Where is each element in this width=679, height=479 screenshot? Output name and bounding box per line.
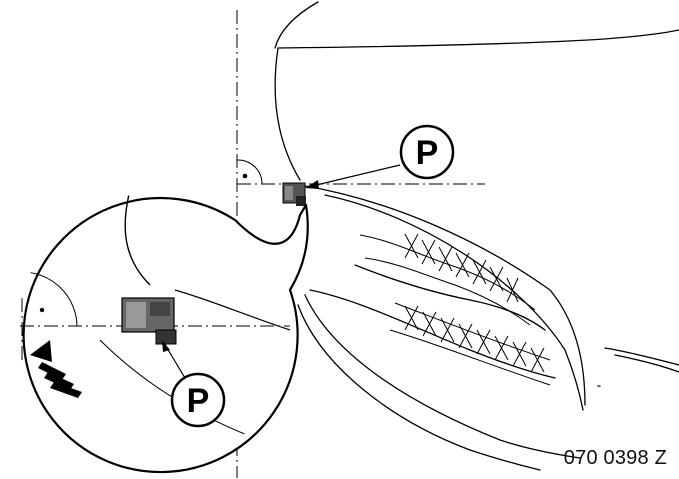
clip-detail-small xyxy=(282,182,306,206)
headlight-hatch-lower xyxy=(389,302,551,386)
magnified-lower-curve xyxy=(99,339,261,441)
accent-line xyxy=(604,347,679,366)
headlight-hatch-upper xyxy=(359,233,536,326)
angle-dot xyxy=(39,307,45,313)
magnified-angle-arc xyxy=(21,271,78,327)
callout-p-upper: P xyxy=(399,124,455,180)
callout-label-lower: P xyxy=(187,382,210,420)
angle-marker-upper xyxy=(236,159,263,185)
figure-reference-code: 070 0398 Z xyxy=(563,447,667,469)
magnified-fender-edge xyxy=(124,193,151,286)
grille-inner-1 xyxy=(309,289,556,379)
clip-detail-large xyxy=(121,297,177,345)
magnified-body-line xyxy=(174,289,291,331)
bumper-upper xyxy=(299,184,586,406)
bumper-lower-1 xyxy=(304,294,581,459)
hood-edge xyxy=(274,1,319,49)
callout-p-lower: P xyxy=(170,372,226,428)
vehicle-front-outline xyxy=(274,1,679,471)
magnified-view xyxy=(20,193,291,441)
direction-arrow-icon xyxy=(30,340,82,398)
headlight-lower xyxy=(354,264,546,331)
fender-edge xyxy=(274,47,301,181)
bumper-lower-2 xyxy=(297,304,541,471)
callout-label-upper: P xyxy=(416,134,439,172)
headlight-outer xyxy=(324,194,584,411)
hood-line xyxy=(277,29,679,49)
leader-arrowheads xyxy=(162,180,319,352)
accent-line-2 xyxy=(614,354,679,373)
